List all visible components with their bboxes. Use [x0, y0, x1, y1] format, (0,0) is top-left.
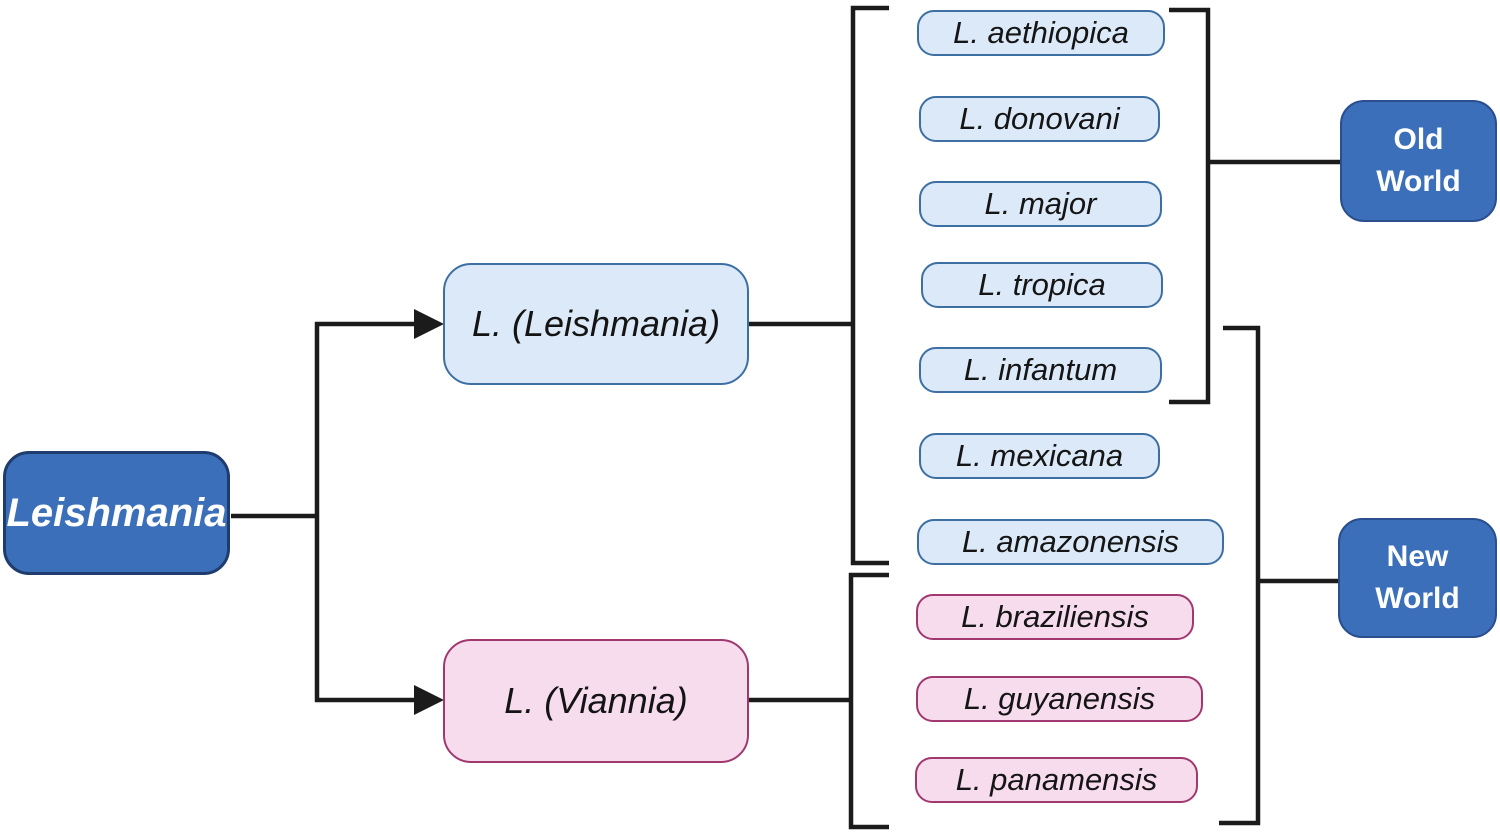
- region-box-old-world: Old World: [1340, 100, 1497, 222]
- subgenus-box-leishmania: L. (Leishmania): [443, 263, 749, 385]
- species-pill-guyanensis: L. guyanensis: [916, 676, 1203, 722]
- arrowhead-viannia-icon: [414, 685, 444, 715]
- species-pill-panamensis: L. panamensis: [915, 757, 1198, 803]
- leishmania-species-bracket: [850, 5, 889, 566]
- region-box-new-world: New World: [1338, 518, 1497, 638]
- old-world-bracket: [1169, 7, 1211, 405]
- species-pill-infantum: L. infantum: [919, 347, 1162, 393]
- species-pill-major: L. major: [919, 181, 1162, 227]
- subgenus-box-viannia: L. (Viannia): [443, 639, 749, 763]
- species-pill-donovani: L. donovani: [919, 96, 1160, 142]
- genus-box-leishmania: Leishmania: [3, 451, 230, 575]
- arrowhead-leishmania-icon: [414, 309, 444, 339]
- species-pill-braziliensis: L. braziliensis: [916, 594, 1194, 640]
- species-pill-mexicana: L. mexicana: [919, 433, 1160, 479]
- new-world-bracket: [1219, 325, 1261, 826]
- species-pill-amazonensis: L. amazonensis: [917, 519, 1224, 565]
- viannia-species-bracket: [848, 572, 889, 830]
- trunk-branch-line: [314, 321, 416, 703]
- species-pill-tropica: L. tropica: [921, 262, 1163, 308]
- species-pill-aethiopica: L. aethiopica: [917, 10, 1165, 56]
